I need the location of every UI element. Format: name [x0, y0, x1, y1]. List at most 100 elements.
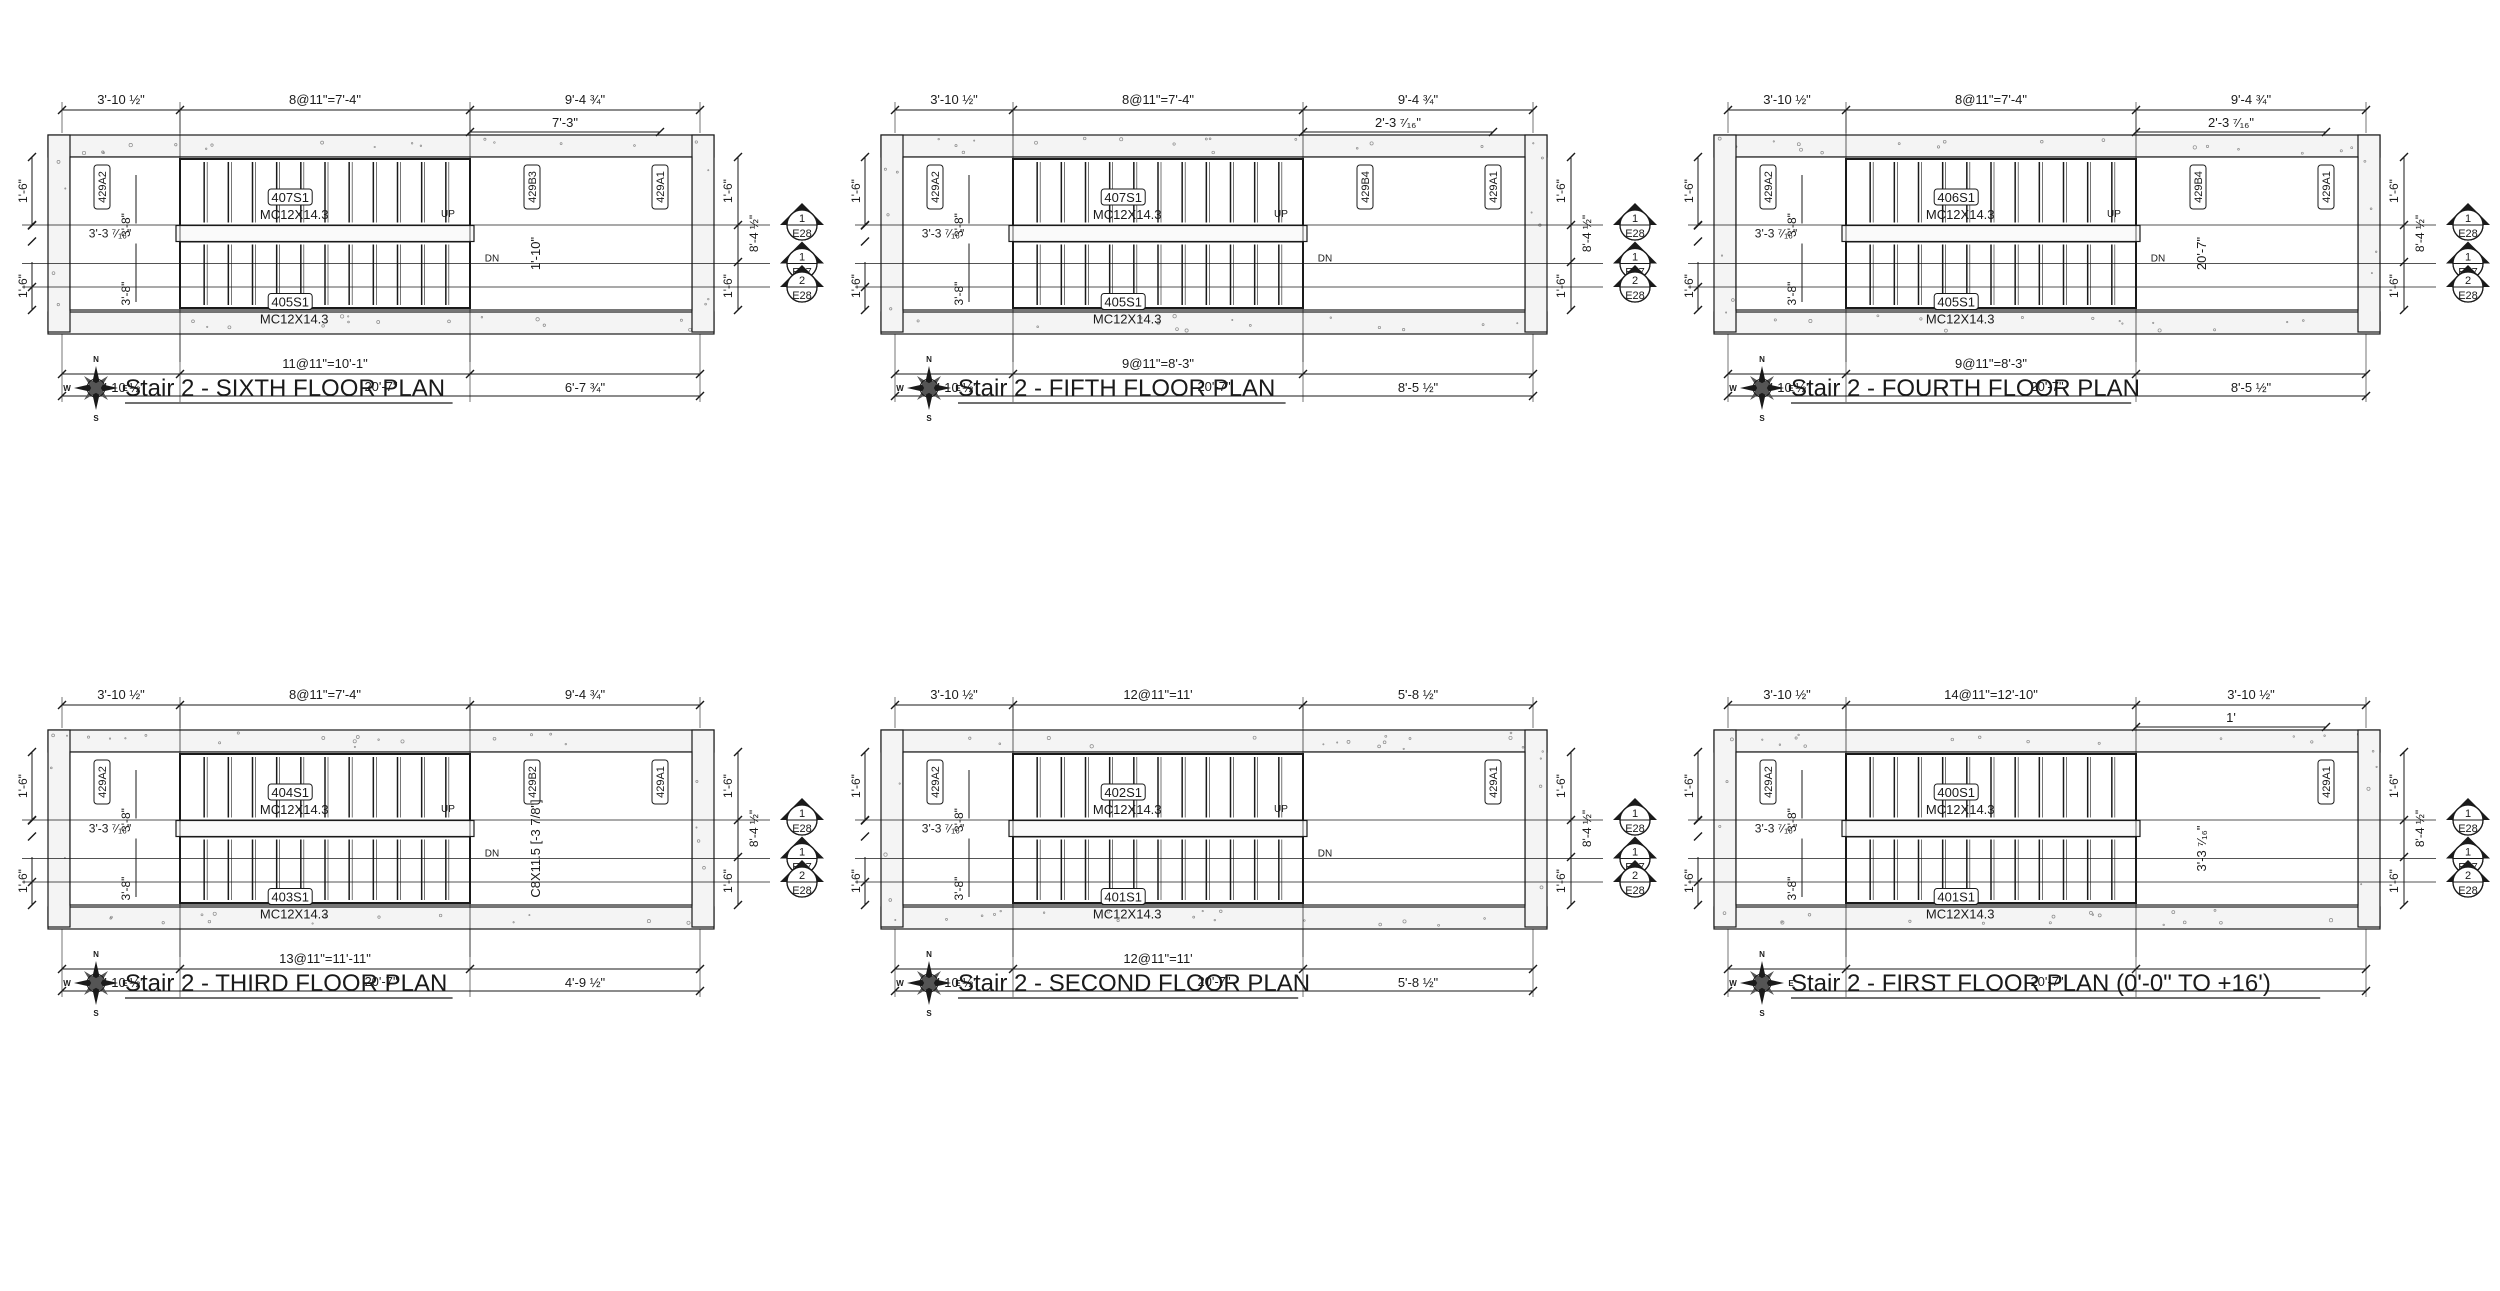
section-number: 2: [799, 275, 805, 287]
concrete-hatch: [108, 737, 112, 740]
concrete-hatch: [2121, 322, 2124, 325]
compass-w-label: W: [1729, 979, 1737, 988]
left-dim-flight-upper: 3'-8": [119, 808, 133, 832]
compass-e-label: E: [955, 979, 961, 988]
dimension-tick: [175, 964, 185, 974]
compass-e-label: E: [122, 979, 128, 988]
dimension-tick: [1723, 391, 1733, 401]
plan-note: 20'-7": [2194, 237, 2209, 271]
section-sheet: E28: [1625, 228, 1645, 240]
upper-flight-section: MC12X14.3: [1926, 802, 1995, 817]
concrete-hatch: [2213, 909, 2217, 912]
dimension-tick: [2321, 722, 2331, 732]
tag-label: 429A1: [1488, 171, 1500, 203]
plan-note: 1'-10": [528, 237, 543, 271]
plan-title: Stair 2 - THIRD FLOOR PLAN: [125, 970, 447, 997]
up-arrow-label: UP: [2107, 209, 2121, 220]
bottom-dim-right: 4'-9 ½": [565, 975, 606, 990]
dimension-tick: [890, 105, 900, 115]
concrete-hatch: [1402, 747, 1405, 750]
tag-box: [1759, 759, 1777, 805]
concrete-hatch: [1794, 736, 1798, 740]
section-number: 1: [1632, 847, 1638, 859]
section-number: 1: [2465, 847, 2471, 859]
compass-diag-icon: [1750, 971, 1774, 995]
concrete-hatch: [968, 736, 972, 740]
bottom-dim-middle: 9@11"=8'-3": [1955, 356, 2027, 371]
concrete-hatch: [889, 307, 893, 311]
concrete-hatch: [1780, 920, 1785, 925]
concrete-wall: [1713, 311, 2381, 335]
concrete-wall: [880, 729, 1548, 753]
concrete-hatch: [1509, 731, 1513, 735]
section-number: 1: [799, 808, 805, 820]
concrete-hatch: [1184, 328, 1189, 333]
concrete-hatch: [1201, 910, 1204, 913]
tag-box: [523, 164, 541, 210]
dimension-tick: [1723, 105, 1733, 115]
concrete-wall: [691, 729, 715, 928]
equipment-tag: 429A1: [651, 759, 669, 805]
right-dim-bottom: 1'-6": [1554, 274, 1568, 298]
dimension-tick: [860, 282, 870, 292]
dimension-tick: [2399, 220, 2409, 230]
dimension-tick: [2321, 127, 2331, 137]
right-dim-top: 1'-6": [721, 179, 735, 203]
concrete-hatch: [686, 920, 691, 925]
member-tag-box: [1933, 293, 1979, 310]
concrete-wall: [2357, 134, 2381, 333]
lower-flight-mark: 405S1: [271, 295, 309, 310]
concrete-hatch: [530, 733, 533, 737]
up-arrow-label: UP: [1274, 209, 1288, 220]
tag-label: 429A1: [655, 766, 667, 798]
dimension-tick: [27, 816, 37, 825]
concrete-hatch: [1083, 136, 1087, 141]
concrete-hatch: [646, 919, 651, 924]
concrete-hatch: [2302, 319, 2305, 322]
concrete-hatch: [174, 143, 178, 147]
concrete-hatch: [376, 320, 381, 324]
dimension-tick: [2399, 257, 2409, 267]
dimension-tick: [1008, 369, 1018, 379]
concrete-hatch: [633, 144, 636, 147]
section-sheet: E28: [2458, 885, 2478, 897]
concrete-hatch: [50, 766, 53, 770]
concrete-hatch: [916, 319, 920, 323]
concrete-wall: [47, 729, 715, 753]
down-arrow-label: DN: [1318, 849, 1332, 860]
top-sub-dim: 2'-3 ⁷⁄₁₆": [2208, 115, 2254, 130]
section-number: 1: [799, 252, 805, 264]
concrete-hatch: [1408, 737, 1412, 740]
top-dim-right: 3'-10 ½": [2227, 687, 2275, 702]
concrete-hatch: [1192, 915, 1196, 919]
concrete-hatch: [1772, 140, 1775, 143]
left-dim-landing: 3'-3 ⁷⁄₁₆": [922, 822, 964, 836]
concrete-hatch: [480, 316, 484, 319]
left-dim-flight-upper: 3'-8": [952, 808, 966, 832]
concrete-hatch: [894, 919, 897, 921]
concrete-hatch: [1402, 919, 1407, 924]
concrete-hatch: [1322, 743, 1325, 746]
concrete-hatch: [321, 736, 326, 740]
overall-dim: 20'-7": [1197, 974, 1231, 989]
dimension-tick: [1566, 152, 1576, 162]
lower-flight-section: MC12X14.3: [1926, 312, 1995, 327]
section-number: 2: [799, 870, 805, 882]
concrete-hatch: [696, 839, 701, 843]
compass-n-label: N: [926, 950, 932, 959]
left-dim-top: 1'-6": [849, 774, 863, 798]
lower-flight-mark: 401S1: [1937, 890, 1975, 905]
right-dim-top: 1'-6": [1554, 774, 1568, 798]
concrete-hatch: [883, 167, 887, 171]
right-dim-top: 1'-6": [721, 774, 735, 798]
concrete-hatch: [1521, 746, 1525, 749]
upper-flight-section: MC12X14.3: [260, 802, 329, 817]
concrete-hatch: [212, 911, 217, 916]
concrete-hatch: [1720, 254, 1724, 257]
lower-flight-section: MC12X14.3: [1093, 907, 1162, 922]
